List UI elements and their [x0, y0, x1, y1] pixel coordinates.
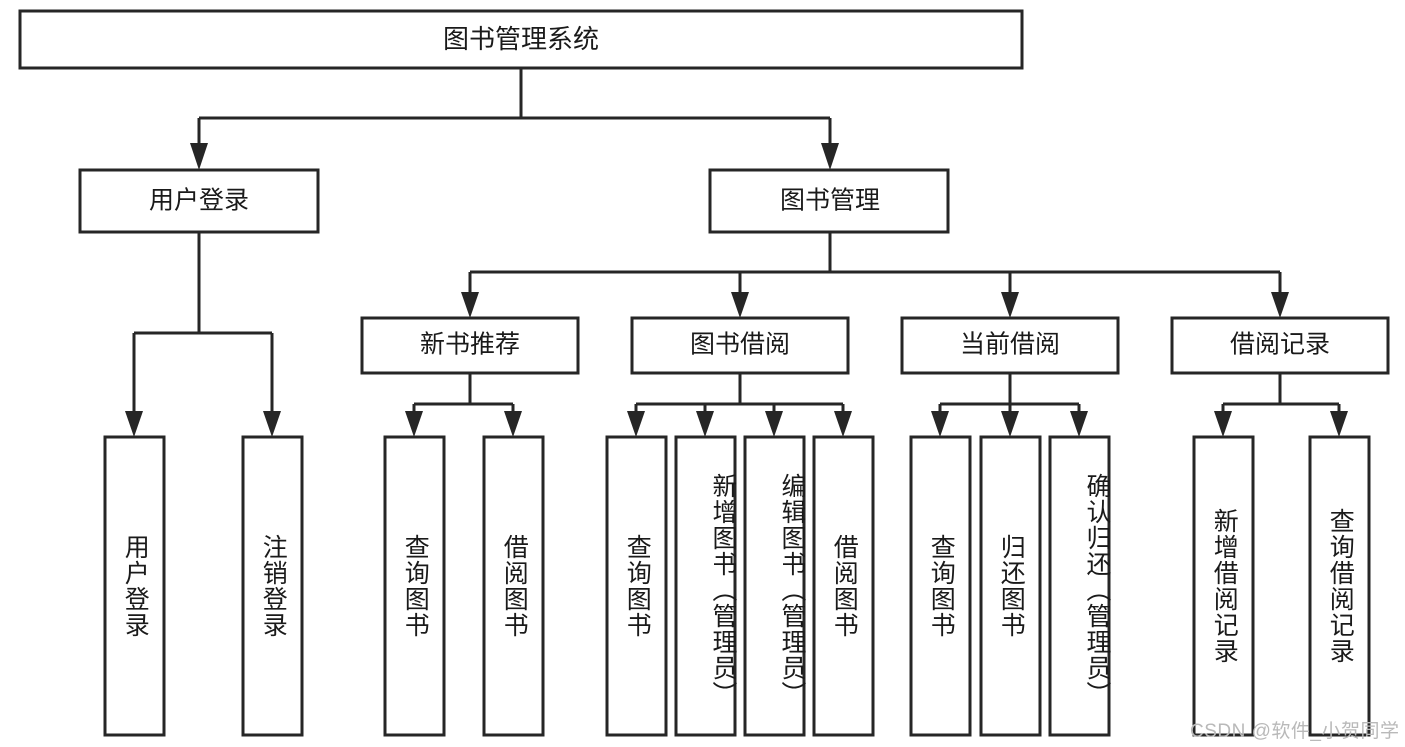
- node-user-login-label: 用户登录: [149, 187, 249, 215]
- arrow-head-leaf-add-record: [1214, 411, 1232, 437]
- node-leaf-query-book-3[interactable]: [909, 435, 972, 737]
- node-root[interactable]: [18, 9, 1024, 70]
- node-box-group: [18, 9, 1390, 737]
- node-book-manage[interactable]: [708, 168, 950, 234]
- horizontal-label-group: 图书管理系统 用户登录 图书管理 新书推荐 图书借阅 当前借阅 借阅记录: [149, 24, 1330, 359]
- node-leaf-query-book-2[interactable]: [605, 435, 668, 737]
- arrow-head-borrow-record: [1271, 292, 1289, 318]
- arrow-head-leaf-borrow-book-1: [504, 411, 522, 437]
- node-new-book-rec-label: 新书推荐: [420, 331, 520, 359]
- arrow-head-leaf-user-login: [125, 411, 143, 437]
- arrow-head-leaf-logout-login: [263, 411, 281, 437]
- arrow-head-new-book-rec: [461, 292, 479, 318]
- node-book-borrow[interactable]: [630, 316, 850, 375]
- arrow-head-leaf-edit-book: [765, 411, 783, 437]
- arrow-head-user-login: [190, 143, 208, 170]
- node-leaf-add-record[interactable]: [1192, 435, 1255, 737]
- arrow-head-leaf-query-book-1: [405, 411, 423, 437]
- arrow-head-leaf-borrow-book-2: [834, 411, 852, 437]
- node-leaf-query-record[interactable]: [1308, 435, 1371, 737]
- node-leaf-return-book[interactable]: [979, 435, 1042, 737]
- node-leaf-borrow-book-2[interactable]: [812, 435, 875, 737]
- node-borrow-record-label: 借阅记录: [1230, 331, 1330, 359]
- node-leaf-query-book-1[interactable]: [383, 435, 446, 737]
- node-borrow-record[interactable]: [1170, 316, 1390, 375]
- node-leaf-add-book[interactable]: [674, 435, 737, 737]
- csdn-watermark: CSDN @软件_小贺同学: [1190, 721, 1400, 742]
- arrow-head-book-manage: [821, 143, 839, 170]
- node-leaf-user-login[interactable]: [103, 435, 166, 737]
- arrow-head-book-borrow: [731, 292, 749, 318]
- node-leaf-confirm-return[interactable]: [1048, 435, 1111, 737]
- node-leaf-edit-book[interactable]: [743, 435, 806, 737]
- node-current-borrow-label: 当前借阅: [960, 331, 1060, 359]
- node-book-manage-label: 图书管理: [780, 187, 880, 215]
- arrow-head-current-borrow: [1001, 292, 1019, 318]
- node-root-label: 图书管理系统: [443, 24, 599, 54]
- node-leaf-logout-login[interactable]: [241, 435, 304, 737]
- arrow-head-leaf-add-book: [696, 411, 714, 437]
- connector-group: [125, 68, 1348, 437]
- node-new-book-rec[interactable]: [360, 316, 580, 375]
- arrow-head-leaf-query-book-3: [931, 411, 949, 437]
- arrow-head-leaf-query-record: [1330, 411, 1348, 437]
- node-book-borrow-label: 图书借阅: [690, 331, 790, 359]
- node-user-login[interactable]: [78, 168, 320, 234]
- arrow-head-leaf-return-book: [1001, 411, 1019, 437]
- arrow-head-leaf-confirm-return: [1070, 411, 1088, 437]
- arrow-head-leaf-query-book-2: [627, 411, 645, 437]
- node-leaf-borrow-book-1[interactable]: [482, 435, 545, 737]
- node-current-borrow[interactable]: [900, 316, 1120, 375]
